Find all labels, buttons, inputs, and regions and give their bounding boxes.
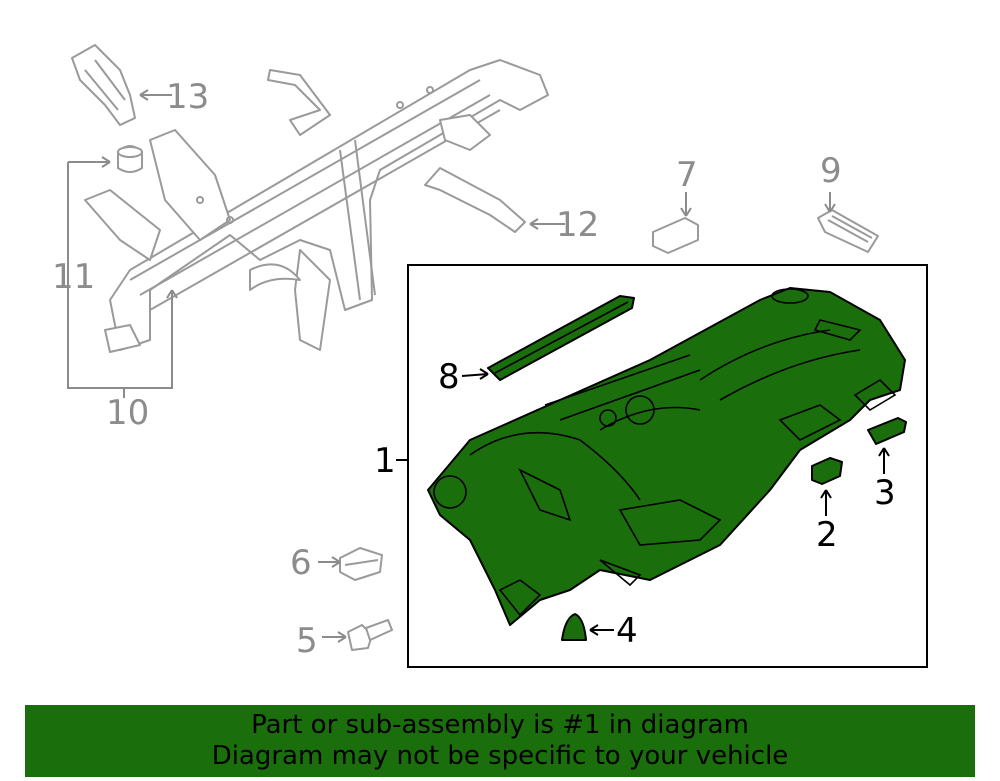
bolt-part-5[interactable] bbox=[347, 619, 393, 651]
mount-part-11[interactable] bbox=[117, 145, 143, 173]
parts-diagram: 1 2 3 4 5 6 7 8 9 10 11 12 13 bbox=[52, 44, 928, 668]
banner-line-1: Part or sub-assembly is #1 in diagram bbox=[251, 710, 749, 740]
clip-part-6[interactable] bbox=[339, 547, 383, 581]
callout-7: 7 bbox=[676, 155, 698, 195]
callout-4: 4 bbox=[616, 611, 638, 651]
callout-1: 1 bbox=[374, 441, 396, 481]
bracket-part-13[interactable] bbox=[71, 44, 136, 126]
callout-11: 11 bbox=[52, 257, 95, 297]
part-2[interactable] bbox=[811, 457, 843, 485]
trim-strip-part-8[interactable] bbox=[487, 295, 635, 381]
part-9[interactable] bbox=[817, 209, 879, 253]
info-banner: Part or sub-assembly is #1 in diagram Di… bbox=[25, 705, 975, 777]
callout-9: 9 bbox=[820, 151, 842, 191]
callout-5: 5 bbox=[296, 621, 318, 661]
callout-2: 2 bbox=[816, 515, 838, 555]
duct-part-12[interactable] bbox=[424, 167, 526, 233]
callout-8: 8 bbox=[438, 357, 460, 397]
part-7[interactable] bbox=[652, 217, 699, 254]
callout-10: 10 bbox=[106, 393, 149, 433]
callout-6: 6 bbox=[290, 543, 312, 583]
part-1-highlight-box bbox=[407, 264, 928, 668]
part-4[interactable] bbox=[561, 613, 587, 641]
callout-3: 3 bbox=[874, 473, 896, 513]
callout-13: 13 bbox=[166, 77, 209, 117]
banner-line-2: Diagram may not be specific to your vehi… bbox=[211, 741, 789, 771]
cross-car-beam-part-10[interactable] bbox=[84, 59, 549, 353]
instrument-panel-part-1[interactable] bbox=[427, 287, 906, 626]
callout-12: 12 bbox=[556, 205, 599, 245]
part-3[interactable] bbox=[867, 417, 907, 445]
